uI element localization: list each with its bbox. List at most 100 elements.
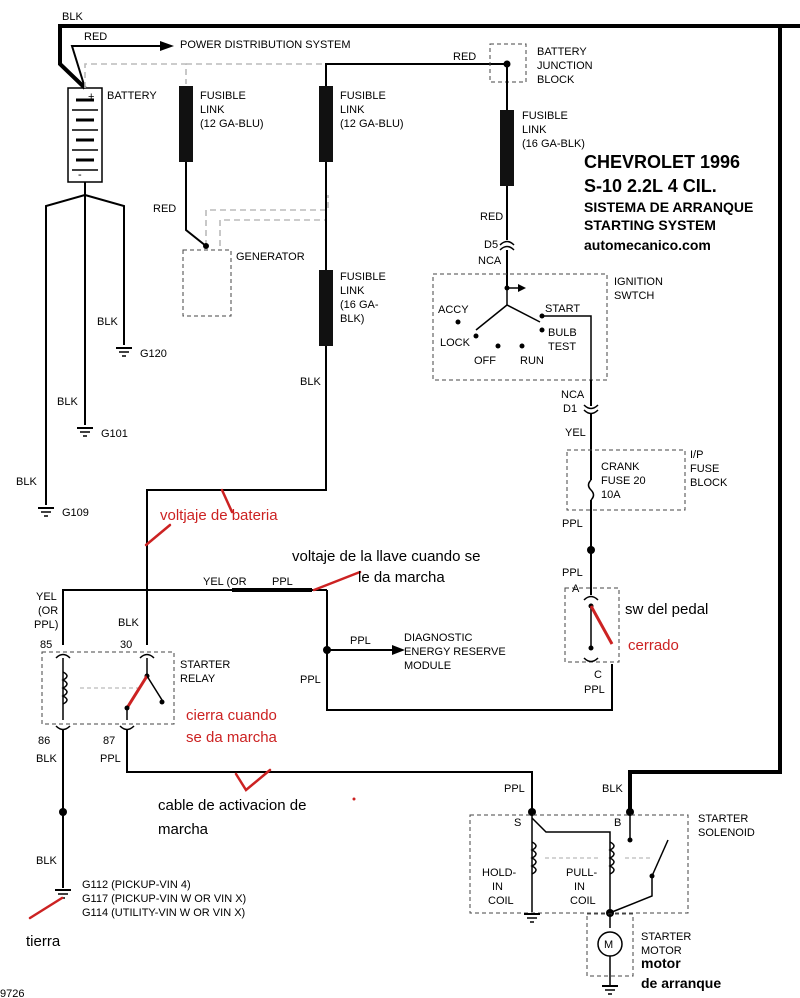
- svg-text:COIL: COIL: [570, 895, 596, 907]
- svg-text:PPL: PPL: [272, 576, 293, 588]
- g109-label: G109: [62, 507, 89, 519]
- annotation-mark: [220, 488, 234, 514]
- svg-text:BLK: BLK: [36, 855, 57, 867]
- blk-top-label: BLK: [62, 11, 83, 23]
- svg-text:30: 30: [120, 639, 132, 651]
- svg-text:RED: RED: [153, 203, 176, 215]
- svg-text:BLK: BLK: [118, 617, 139, 629]
- fusible-link-1-label: FUSIBLE: [200, 90, 246, 102]
- arrow-icon: [392, 645, 405, 655]
- svg-text:C: C: [594, 669, 602, 681]
- svg-text:10A: 10A: [601, 489, 621, 501]
- svg-text:PULL-: PULL-: [566, 867, 598, 879]
- fusible-link-3-label: FUSIBLE: [522, 110, 568, 122]
- ground-icon: [524, 913, 540, 923]
- svg-text:(12 GA-BLU): (12 GA-BLU): [340, 118, 404, 130]
- note-motor: motor: [641, 955, 681, 971]
- svg-text:PPL): PPL): [34, 619, 58, 631]
- fusible-link-4-label: FUSIBLE: [340, 271, 386, 283]
- svg-text:RELAY: RELAY: [180, 673, 216, 685]
- svg-text:PPL: PPL: [504, 783, 525, 795]
- g101-label: G101: [101, 428, 128, 440]
- svg-text:FUSE 20: FUSE 20: [601, 475, 646, 487]
- battery-symbol: [67, 87, 103, 183]
- red-top-label: RED: [84, 31, 107, 43]
- ip-fuse-block: [566, 449, 686, 511]
- svg-text:COIL: COIL: [488, 895, 514, 907]
- svg-text:PPL: PPL: [562, 567, 583, 579]
- svg-text:IN: IN: [574, 881, 585, 893]
- svg-text:ACCY: ACCY: [438, 304, 469, 316]
- svg-text:MOTOR: MOTOR: [641, 945, 682, 957]
- svg-text:YEL (OR: YEL (OR: [203, 576, 247, 588]
- svg-text:IN: IN: [492, 881, 503, 893]
- svg-text:LOCK: LOCK: [440, 337, 471, 349]
- battery-junction-label: BATTERY: [537, 46, 587, 58]
- svg-text:PPL: PPL: [300, 674, 321, 686]
- svg-text:BLK: BLK: [36, 753, 57, 765]
- ground-icon: [116, 347, 132, 357]
- starter-motor-label: STARTER: [641, 931, 691, 943]
- annotation-mark: [312, 570, 362, 592]
- svg-text:G117 (PICKUP-VIN W OR VIN X): G117 (PICKUP-VIN W OR VIN X): [82, 893, 246, 905]
- svg-text:START: START: [545, 303, 580, 315]
- arrow-icon: [160, 41, 174, 51]
- annotation-mark: [144, 523, 172, 547]
- svg-text:(16 GA-BLK): (16 GA-BLK): [522, 138, 585, 150]
- svg-text:S: S: [514, 817, 521, 829]
- note-voltaje-llave: voltaje de la llave cuando se: [292, 548, 480, 565]
- note-tierra: tierra: [26, 933, 61, 950]
- wire-red-power: [70, 45, 160, 89]
- fusible-link-3: [500, 110, 514, 186]
- clutch-pedal-switch: [564, 587, 620, 663]
- ground-icon: [38, 507, 54, 517]
- svg-text:LINK: LINK: [340, 285, 365, 297]
- svg-text:FUSE: FUSE: [690, 463, 719, 475]
- g120-label: G120: [140, 348, 167, 360]
- svg-text:(16 GA-: (16 GA-: [340, 299, 379, 311]
- g112-label: G112 (PICKUP-VIN 4): [82, 879, 191, 891]
- svg-text:BLK): BLK): [340, 313, 364, 325]
- power-distribution-label: POWER DISTRIBUTION SYSTEM: [180, 39, 351, 51]
- svg-text:BLOCK: BLOCK: [537, 74, 575, 86]
- svg-text:M: M: [604, 939, 613, 951]
- annotation-mark: [28, 896, 64, 920]
- starter-solenoid: [469, 814, 689, 914]
- svg-text:LINK: LINK: [522, 124, 547, 136]
- fusible-link-2-label: FUSIBLE: [340, 90, 386, 102]
- title-line1: CHEVROLET 1996: [584, 152, 740, 172]
- wire-blk-top: [58, 24, 800, 90]
- svg-text:BLOCK: BLOCK: [690, 477, 728, 489]
- ground-icon: [77, 427, 93, 437]
- generator-label: GENERATOR: [236, 251, 305, 263]
- starter-solenoid-label: STARTER: [698, 813, 748, 825]
- svg-text:PPL: PPL: [100, 753, 121, 765]
- generator-box: [182, 249, 232, 317]
- svg-text:A: A: [572, 583, 580, 595]
- svg-text:BLK: BLK: [57, 396, 78, 408]
- pull-in-coil: [608, 841, 615, 875]
- annotation-mark: [234, 768, 272, 792]
- starter-relay: [41, 651, 175, 725]
- svg-text:SWTCH: SWTCH: [614, 290, 654, 302]
- svg-text:ENERGY RESERVE: ENERGY RESERVE: [404, 646, 506, 658]
- battery-label: BATTERY: [107, 90, 157, 102]
- hold-in-coil: [530, 841, 537, 875]
- svg-text:B: B: [614, 817, 621, 829]
- svg-text:BLK: BLK: [97, 316, 118, 328]
- ignition-switch-label: IGNITION: [614, 276, 663, 288]
- ignition-switch-box: [432, 273, 608, 381]
- fusible-link-2: [319, 86, 333, 162]
- svg-text:9726: 9726: [0, 988, 24, 998]
- svg-text:D1: D1: [563, 403, 577, 415]
- svg-text:G114 (UTILITY-VIN W OR VIN X): G114 (UTILITY-VIN W OR VIN X): [82, 907, 245, 919]
- svg-text:(OR: (OR: [38, 605, 58, 617]
- title-line3: SISTEMA DE ARRANQUE: [584, 199, 753, 215]
- battery-minus: -: [78, 169, 82, 181]
- note-voltaje-bateria: voltjaje de bateria: [160, 507, 278, 524]
- relay-coil: [61, 671, 68, 705]
- ground-icon: [55, 889, 71, 899]
- svg-text:RUN: RUN: [520, 355, 544, 367]
- svg-text:BLK: BLK: [602, 783, 623, 795]
